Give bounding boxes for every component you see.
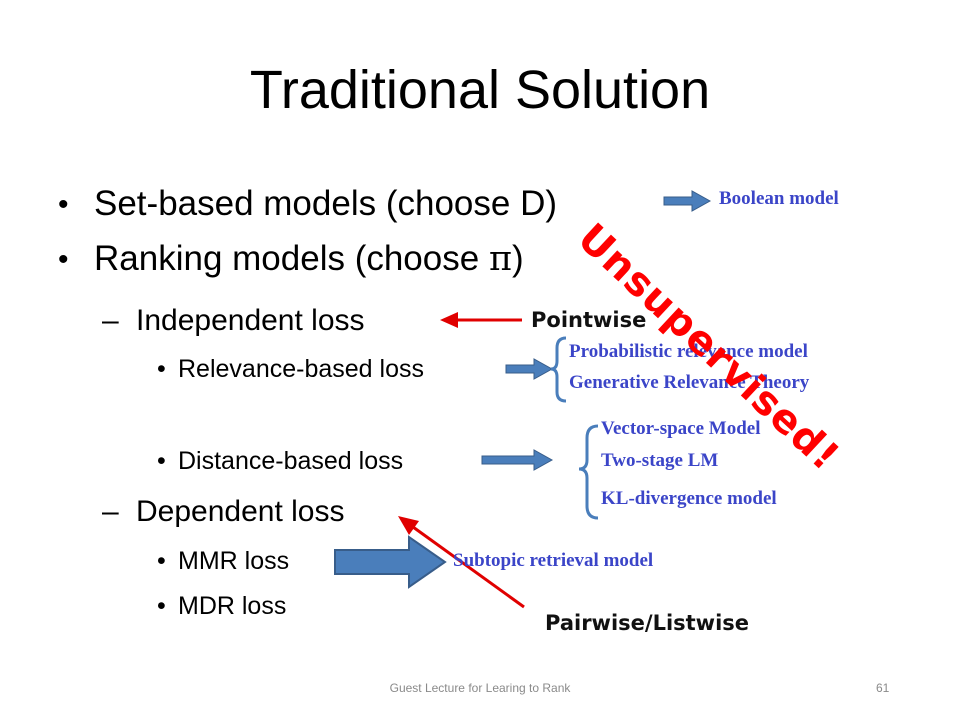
page-number: 61 bbox=[876, 681, 890, 695]
label-kl-divergence: KL-divergence model bbox=[601, 488, 777, 509]
bullet-distance: Distance-based loss bbox=[178, 447, 404, 475]
brace-distance bbox=[578, 424, 599, 520]
arrow-relevance bbox=[505, 358, 554, 380]
dash-marker: – bbox=[102, 304, 119, 337]
bullet-independent: Independent loss bbox=[136, 304, 365, 337]
bullet-marker: • bbox=[58, 188, 69, 221]
label-boolean-model: Boolean model bbox=[719, 188, 839, 209]
pi-symbol: π bbox=[488, 239, 512, 279]
label-two-stage: Two-stage LM bbox=[601, 450, 719, 471]
bullet-ranking-prefix: Ranking models (choose bbox=[94, 239, 489, 278]
bullet-mdr: MDR loss bbox=[178, 592, 287, 620]
bullet-marker: • bbox=[157, 547, 166, 575]
label-probabilistic: Probabilistic relevance model bbox=[569, 341, 808, 362]
label-generative: Generative Relevance Theory bbox=[569, 372, 810, 393]
dash-marker: – bbox=[102, 495, 119, 528]
bullet-marker: • bbox=[58, 243, 69, 276]
red-arrow-pairwise bbox=[398, 516, 525, 609]
bullet-dependent: Dependent loss bbox=[136, 495, 345, 528]
bullet-mmr: MMR loss bbox=[178, 547, 290, 575]
slide-title: Traditional Solution bbox=[249, 60, 711, 120]
arrow-boolean bbox=[663, 190, 712, 212]
brace-relevance bbox=[550, 336, 567, 403]
footer-text: Guest Lecture for Learing to Rank bbox=[389, 681, 571, 695]
bullet-set-based: Set-based models (choose D) bbox=[94, 184, 557, 223]
bullet-marker: • bbox=[157, 355, 166, 383]
label-subtopic: Subtopic retrieval model bbox=[453, 550, 654, 571]
label-vector-space: Vector-space Model bbox=[601, 418, 761, 439]
bullet-ranking: Ranking models (choose π) bbox=[94, 238, 524, 280]
label-pointwise: Pointwise bbox=[531, 308, 647, 332]
arrow-mmr bbox=[334, 535, 447, 589]
bullet-marker: • bbox=[157, 592, 166, 620]
bullet-marker: • bbox=[157, 447, 166, 475]
arrow-distance bbox=[481, 449, 554, 471]
bullet-relevance: Relevance-based loss bbox=[178, 355, 424, 383]
label-pairwise-listwise: Pairwise/Listwise bbox=[545, 611, 750, 635]
red-arrow-pointwise bbox=[440, 312, 522, 328]
bullet-ranking-suffix: ) bbox=[511, 239, 524, 278]
